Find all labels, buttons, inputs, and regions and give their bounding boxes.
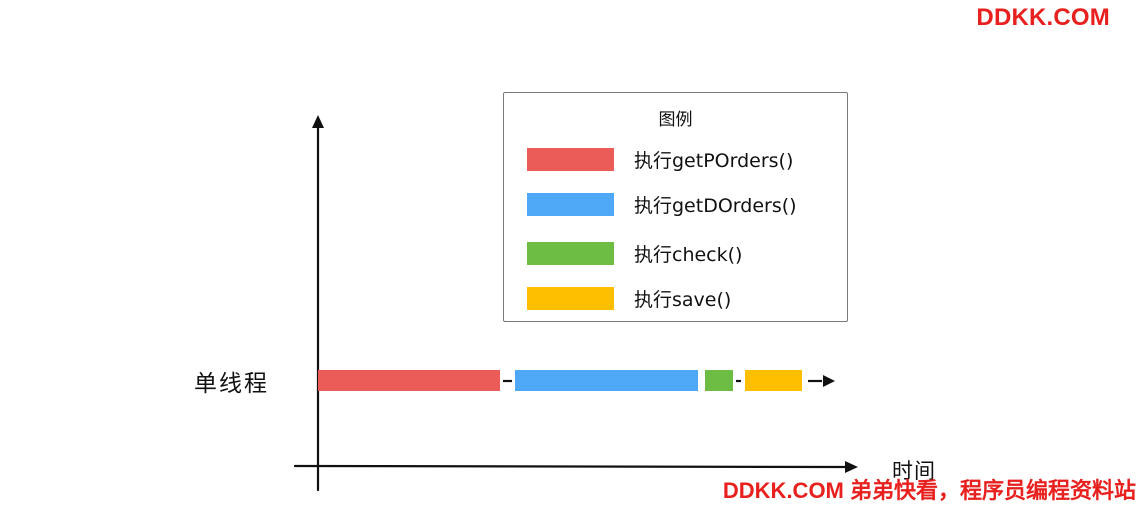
x-axis-label-time: 时间 (892, 459, 936, 483)
legend-item-check: 执行check() (527, 241, 743, 266)
legend-label: 执行check() (634, 243, 743, 266)
bar-getporders (318, 370, 500, 391)
legend-swatch-blue (527, 192, 614, 216)
legend-label: 执行save() (634, 288, 732, 311)
y-axis-arrowhead (312, 115, 324, 128)
watermark-bottom: DDKK.COM 弟弟快看，程序员编程资料站 (722, 478, 1136, 503)
legend-item-getporders: 执行getPOrders() (527, 147, 794, 172)
legend: 图例 执行getPOrders() 执行getDOrders() 执行check… (503, 92, 848, 322)
bar-getdorders (515, 370, 698, 391)
legend-label: 执行getDOrders() (634, 194, 797, 217)
legend-swatch-yellow (527, 286, 614, 310)
x-axis-arrowhead (845, 461, 858, 473)
x-axis (293, 464, 848, 469)
timeline-arrowhead (823, 375, 835, 387)
legend-label: 执行getPOrders() (634, 149, 794, 172)
legend-swatch-red (527, 147, 614, 171)
legend-title: 图例 (658, 110, 693, 130)
bar-check (705, 370, 733, 391)
legend-swatch-green (527, 241, 614, 265)
bar-save (745, 370, 802, 391)
watermark-top: DDKK.COM (976, 4, 1110, 31)
legend-item-getdorders: 执行getDOrders() (527, 192, 797, 217)
legend-item-save: 执行save() (527, 286, 732, 311)
row-label-single-thread: 单线程 (194, 371, 269, 397)
